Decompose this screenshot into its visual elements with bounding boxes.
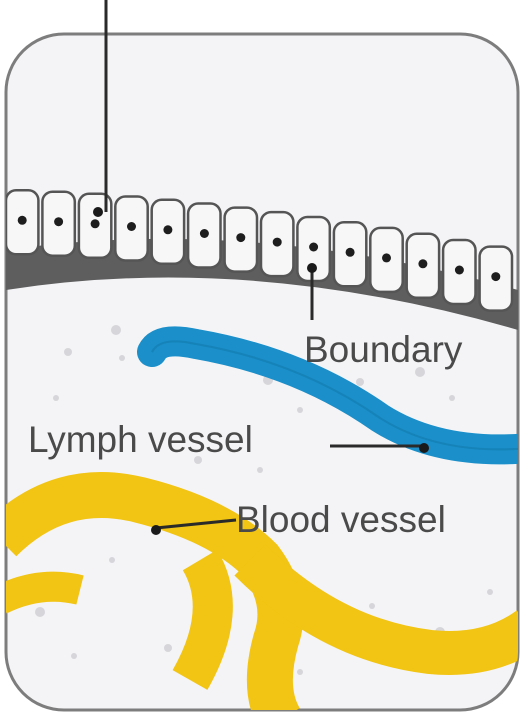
cell-nucleus — [236, 233, 245, 242]
cell-nucleus — [163, 225, 172, 234]
boundary-leader-dot — [307, 263, 317, 273]
cell-nucleus — [382, 253, 391, 262]
cell-nucleus — [491, 272, 500, 281]
lymph-leader-dot — [419, 443, 429, 453]
label-blood-vessel: Blood vessel — [236, 499, 446, 540]
label-boundary: Boundary — [304, 329, 463, 370]
cell-nucleus — [346, 248, 355, 257]
cell-nucleus — [418, 259, 427, 268]
cell-nucleus — [455, 266, 464, 275]
cell-nucleus — [54, 217, 63, 226]
cell-nucleus — [200, 229, 209, 238]
cell-nucleus — [18, 216, 27, 225]
top-leader-dot — [93, 207, 103, 217]
cell-nucleus — [127, 222, 136, 231]
cell-nucleus — [91, 219, 100, 228]
cell-nucleus — [309, 243, 318, 252]
blood-leader-dot — [151, 525, 161, 535]
label-lymph-vessel: Lymph vessel — [28, 419, 253, 460]
cell-nucleus — [273, 238, 282, 247]
